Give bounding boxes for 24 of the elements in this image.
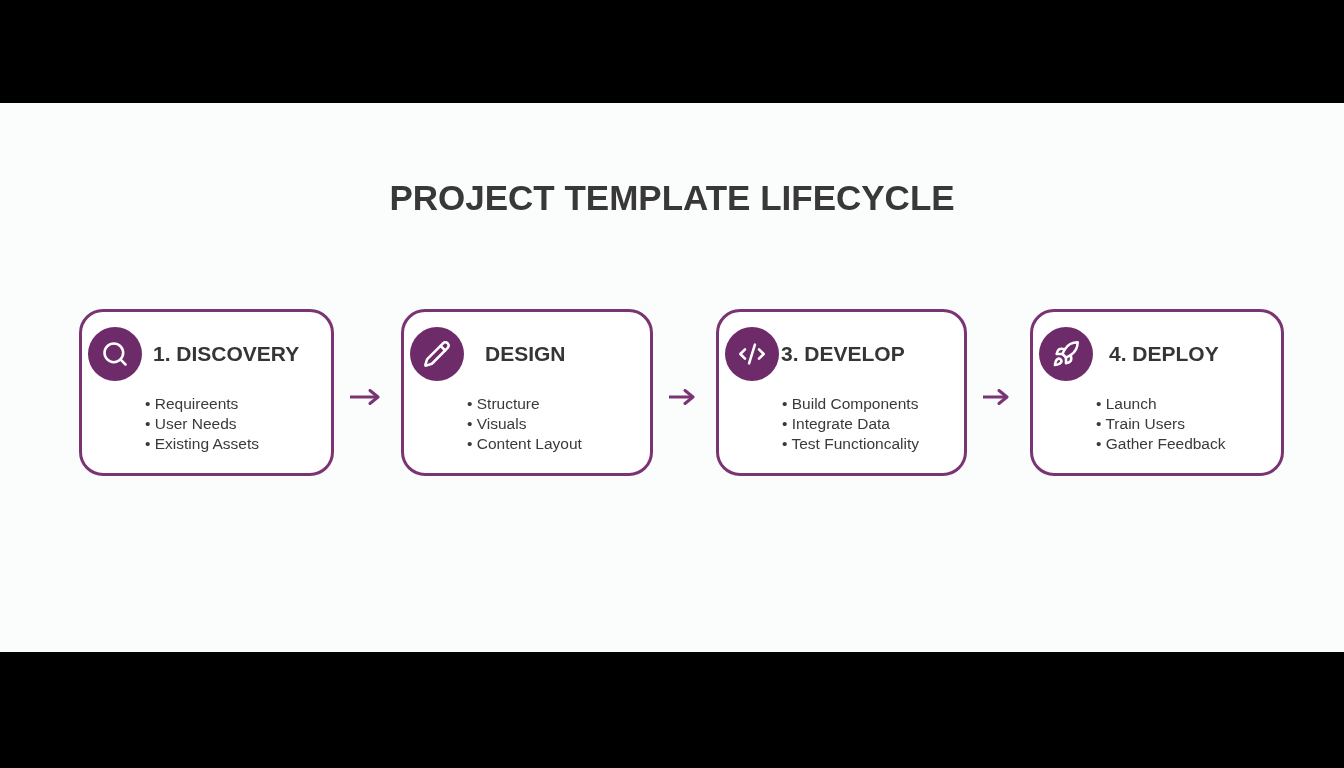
step-card [716,309,967,476]
step-title: 4. DEPLOY [1109,341,1219,367]
step-title: 1. DISCOVERY [153,341,300,367]
list-item: • Requireents [145,394,239,414]
step-card [1030,309,1284,476]
diagram-title: PROJECT TEMPLATE LIFECYCLE [389,178,955,218]
step-title: DESIGN [485,341,566,367]
list-item: • Test Functioncality [782,434,919,454]
arrow [983,389,1009,405]
list-item: • Structure [467,394,540,414]
list-item: • Gather Feedback [1096,434,1226,454]
list-item: • Content Layout [467,434,582,454]
list-item: • Launch [1096,394,1157,414]
list-item: • User Needs [145,414,237,434]
arrow [669,389,695,405]
list-item: • Integrate Data [782,414,890,434]
arrow [350,389,380,405]
list-item: • Visuals [467,414,527,434]
list-item: • Train Users [1096,414,1185,434]
step-card [79,309,334,476]
list-item: • Existing Assets [145,434,259,454]
step-card [401,309,653,476]
list-item: • Build Components [782,394,919,414]
step-title: 3. DEVELOP [781,341,905,367]
